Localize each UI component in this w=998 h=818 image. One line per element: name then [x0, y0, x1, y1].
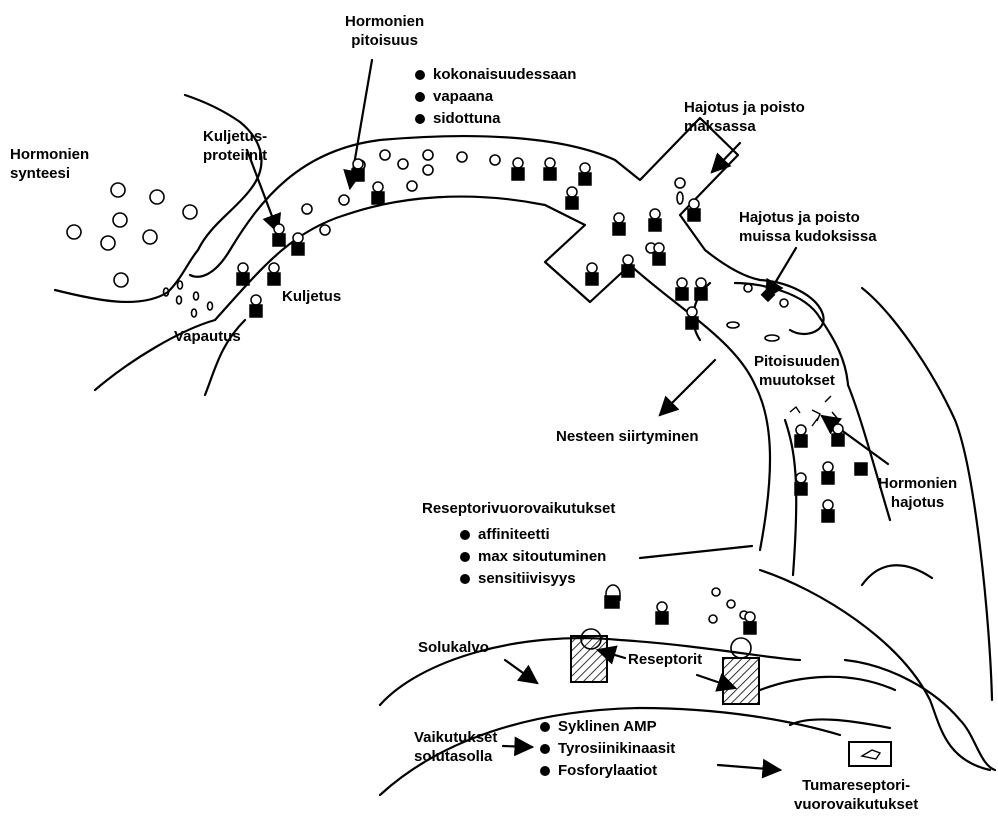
- label-fluid-shift: Nesteen siirtyminen: [556, 427, 699, 446]
- label-liver-degradation: Hajotus ja poisto maksassa: [684, 98, 805, 136]
- label-hormone-concentration: Hormonien pitoisuus: [345, 12, 424, 50]
- label-receptor-interactions: Reseptorivuorovaikutukset: [422, 499, 615, 518]
- receptor-2: [723, 658, 759, 704]
- list-item: affiniteetti: [460, 524, 606, 546]
- list-item: Tyrosiinikinaasit: [540, 738, 675, 760]
- vessel-lower-wall: [95, 197, 770, 550]
- label-release: Vapautus: [174, 327, 241, 346]
- list-item: vapaana: [415, 86, 576, 108]
- list-item: Fosforylaatiot: [540, 760, 675, 782]
- list-item: kokonaisuudessaan: [415, 64, 576, 86]
- label-hormone-synthesis: Hormonien synteesi: [10, 145, 89, 183]
- concentration-list: kokonaisuudessaan vapaana sidottuna: [415, 64, 576, 130]
- free-hormones: [67, 150, 788, 658]
- label-nuclear-receptor: Tumareseptori- vuorovaikutukset: [794, 776, 918, 814]
- label-transport-proteins: Kuljetus- proteiinit: [203, 127, 267, 165]
- label-concentration-changes: Pitoisuuden muutokset: [754, 352, 840, 390]
- label-receptors: Reseptorit: [628, 650, 702, 669]
- label-cellular-effects: Vaikutukset solutasolla: [414, 728, 497, 766]
- list-item: sidottuna: [415, 108, 576, 130]
- receptor-list: affiniteetti max sitoutuminen sensitiivi…: [460, 524, 606, 590]
- label-transport: Kuljetus: [282, 287, 341, 306]
- label-other-tissue-degradation: Hajotus ja poisto muissa kudoksissa: [739, 208, 877, 246]
- list-item: Syklinen AMP: [540, 716, 675, 738]
- list-item: sensitiivisyys: [460, 568, 606, 590]
- receptor-1: [571, 636, 607, 682]
- list-item: max sitoutuminen: [460, 546, 606, 568]
- label-cell-membrane: Solukalvo: [418, 638, 489, 657]
- effects-list: Syklinen AMP Tyrosiinikinaasit Fosforyla…: [540, 716, 675, 782]
- label-hormone-degradation: Hormonien hajotus: [878, 474, 957, 512]
- nuclear-receptor-box: [849, 742, 891, 766]
